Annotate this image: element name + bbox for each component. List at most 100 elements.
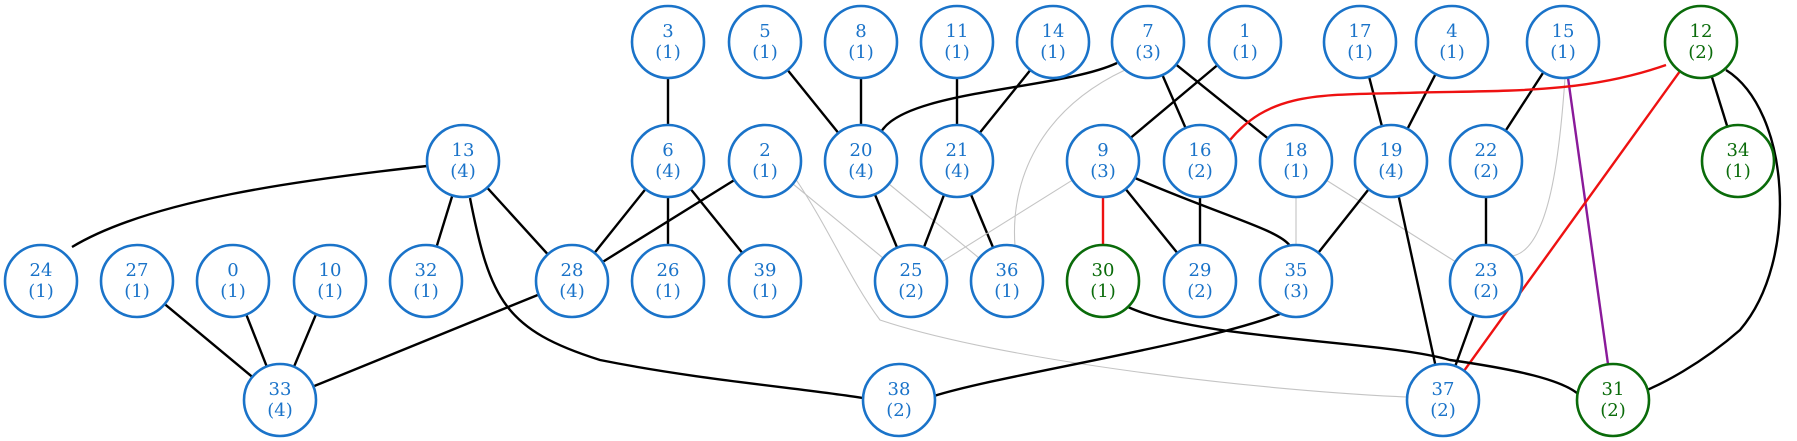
node-circle [630, 123, 706, 199]
edge-15-22 [1504, 71, 1545, 132]
edge-35-38 [933, 312, 1281, 398]
graph-node-23: 23(2) [1448, 243, 1524, 319]
edge-20-25 [873, 193, 899, 249]
edge-1-9 [1129, 64, 1219, 139]
node-circle [1258, 123, 1334, 199]
node-circle [534, 243, 610, 319]
node-circle [630, 4, 706, 80]
node-label: 21 [946, 140, 969, 161]
node-weight: (1) [994, 281, 1020, 302]
node-circle [1575, 362, 1651, 438]
node-label: 15 [1552, 21, 1575, 42]
node-circle [1015, 4, 1091, 80]
node-circle [1448, 123, 1524, 199]
graph-node-39: 39(1) [727, 243, 803, 319]
edge-2-37 [794, 177, 1408, 398]
node-weight: (1) [220, 281, 246, 302]
node-circle [727, 123, 803, 199]
graph-node-20: 20(4) [823, 123, 899, 199]
node-weight: (4) [1378, 161, 1404, 182]
node-weight: (4) [267, 400, 293, 421]
edges-layer [71, 61, 1782, 400]
node-label: 1 [1239, 21, 1250, 42]
node-label: 11 [946, 21, 969, 42]
edge-21-25 [922, 194, 946, 248]
node-weight: (1) [1550, 42, 1576, 63]
node-label: 35 [1285, 260, 1308, 281]
graph-node-13: 13(4) [425, 123, 501, 199]
node-weight: (3) [1135, 42, 1161, 63]
edge-7-18 [1175, 63, 1269, 140]
node-circle [823, 123, 899, 199]
node-label: 4 [1446, 21, 1457, 42]
node-weight: (4) [848, 161, 874, 182]
node-circle [292, 243, 368, 319]
edge-9-29 [1124, 188, 1179, 254]
node-weight: (2) [898, 281, 924, 302]
node-label: 0 [227, 260, 238, 281]
graph-node-37: 37(2) [1405, 362, 1481, 438]
graph-node-12: 12(2) [1663, 4, 1739, 80]
node-circle [630, 243, 706, 319]
node-weight: (4) [944, 161, 970, 182]
node-label: 28 [561, 260, 584, 281]
edge-2-25 [792, 183, 884, 259]
graph-node-14: 14(1) [1015, 4, 1091, 80]
node-label: 18 [1285, 140, 1308, 161]
node-weight: (4) [450, 161, 476, 182]
node-weight: (1) [1090, 281, 1116, 302]
graph-node-15: 15(1) [1525, 4, 1601, 80]
node-circle [1353, 123, 1429, 199]
edge-7-36 [1013, 69, 1126, 247]
graph-node-29: 29(2) [1162, 243, 1238, 319]
edge-9-35 [1134, 176, 1292, 247]
node-circle [969, 243, 1045, 319]
node-label: 31 [1602, 379, 1625, 400]
node-circle [99, 243, 175, 319]
edge-15-31 [1566, 77, 1610, 365]
node-circle [1110, 4, 1186, 80]
node-circle [1162, 123, 1238, 199]
edge-4-19 [1406, 73, 1437, 130]
node-label: 6 [662, 140, 673, 161]
node-weight: (2) [1600, 400, 1626, 421]
edge-5-20 [786, 69, 840, 134]
node-circle [1065, 243, 1141, 319]
graph-node-2: 2(1) [727, 123, 803, 199]
node-circle [1525, 4, 1601, 80]
edge-21-36 [969, 193, 995, 249]
node-label: 37 [1432, 379, 1455, 400]
node-label: 3 [662, 21, 673, 42]
node-circle [1207, 4, 1283, 80]
node-label: 36 [996, 260, 1019, 281]
node-weight: (2) [886, 400, 912, 421]
node-label: 20 [850, 140, 873, 161]
graph-node-36: 36(1) [969, 243, 1045, 319]
node-weight: (1) [848, 42, 874, 63]
node-weight: (1) [1232, 42, 1258, 63]
node-circle [861, 362, 937, 438]
node-weight: (1) [28, 281, 54, 302]
node-circle [1162, 243, 1238, 319]
node-weight: (1) [944, 42, 970, 63]
node-weight: (1) [413, 281, 439, 302]
edge-23-37 [1454, 314, 1475, 367]
edge-12-34 [1710, 76, 1729, 127]
node-label: 5 [759, 21, 770, 42]
node-circle [727, 4, 803, 80]
node-weight: (3) [1090, 161, 1116, 182]
edge-0-33 [245, 314, 268, 367]
node-label: 2 [759, 140, 770, 161]
node-circle [195, 243, 271, 319]
node-weight: (2) [1473, 161, 1499, 182]
node-weight: (1) [752, 161, 778, 182]
node-weight: (2) [1473, 281, 1499, 302]
node-label: 17 [1349, 21, 1372, 42]
node-label: 9 [1097, 140, 1108, 161]
node-weight: (1) [655, 42, 681, 63]
node-weight: (1) [1040, 42, 1066, 63]
edge-13-32 [435, 195, 454, 247]
node-label: 7 [1142, 21, 1153, 42]
node-circle [1065, 123, 1141, 199]
